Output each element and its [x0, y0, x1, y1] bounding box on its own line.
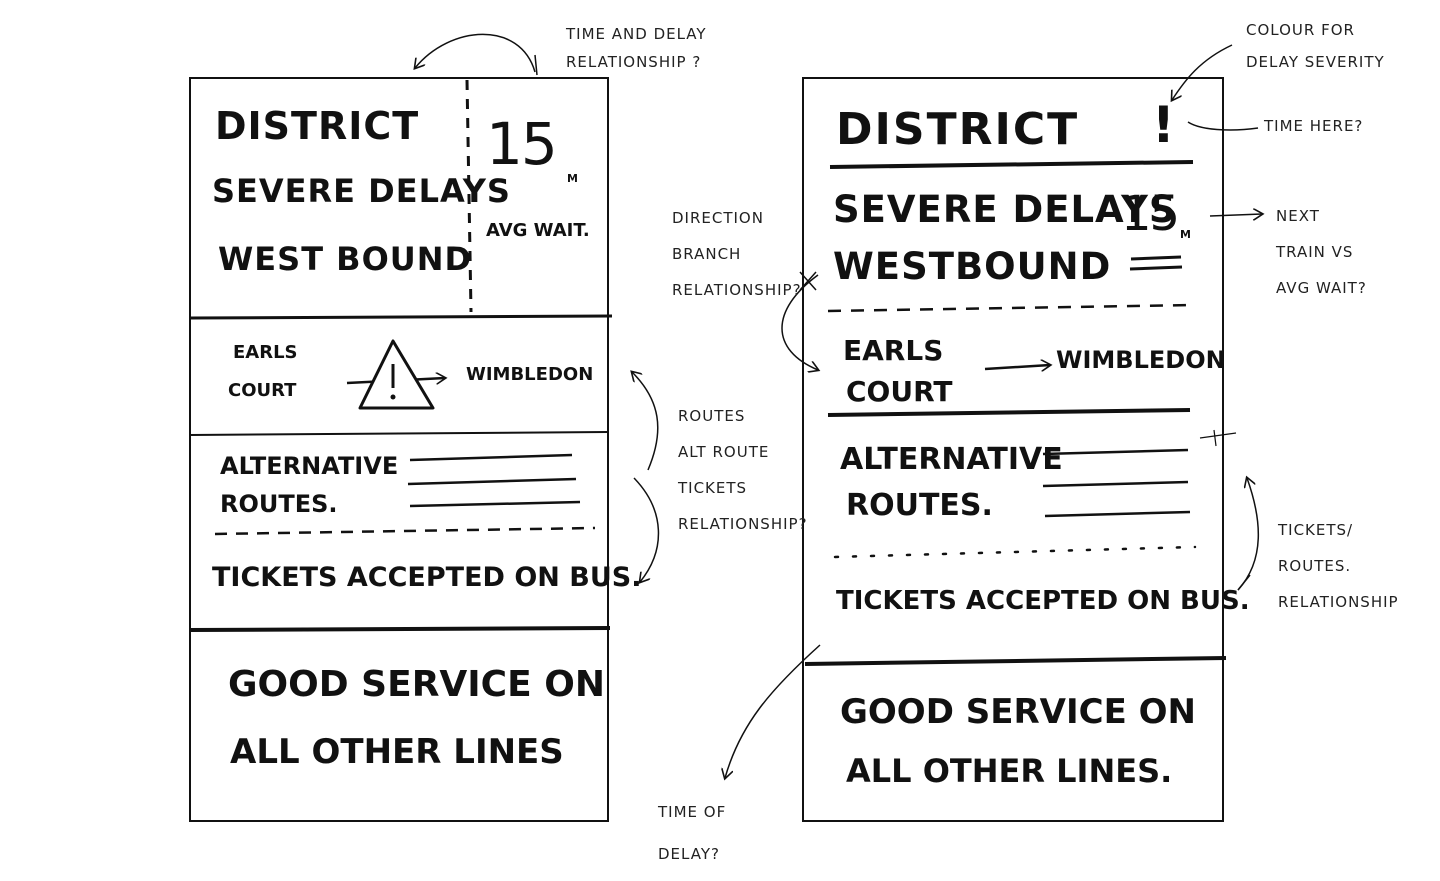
note-time-here: Time here?	[1264, 117, 1364, 135]
sketch-b-route-line-3	[1044, 510, 1191, 518]
sketch-b-frame	[802, 77, 1224, 822]
arrow-routes-relationship-down	[633, 477, 660, 582]
arrow-time-of-delay	[725, 644, 821, 778]
sketch-b-good-service-1: Good service on	[840, 692, 1197, 732]
sketch-b-divider-2	[827, 408, 1191, 417]
x-mark-direction	[799, 271, 817, 291]
arrow-tickets-relationship-tail	[1237, 574, 1251, 591]
sketch-a-route-line-1	[409, 453, 573, 462]
sketch-b-divider-1	[829, 160, 1194, 169]
sketch-b-alt-routes-2: Routes.	[846, 488, 993, 523]
sketch-a-wait-value: 15	[486, 110, 558, 178]
sketch-a-line-name: District	[215, 104, 420, 148]
sketch-b-good-service-2: all other lines.	[846, 752, 1173, 790]
note-tickets-routes-relationship: Tickets/ routes. relationship	[1278, 521, 1399, 611]
sketch-b-route-arrow	[984, 365, 1050, 369]
arrow-routes-relationship-up	[632, 372, 659, 471]
sketch-b-divider-3	[804, 656, 1227, 666]
sketch-b-line-name: District	[836, 104, 1080, 155]
sketch-a-divider-1	[189, 314, 613, 320]
arrow-colour-severity	[1172, 44, 1233, 100]
arrow-next-train	[1209, 214, 1262, 216]
sketch-b-tickets: Tickets accepted on bus.	[836, 586, 1250, 616]
sketch-a-route-line-2	[407, 477, 577, 486]
arrow-tickets-relationship	[1237, 478, 1259, 591]
sketch-a-vertical-dashed-divider	[465, 79, 473, 313]
alert-exclamation-icon: !	[1152, 96, 1175, 154]
sketch-a-dashed-divider	[214, 526, 596, 536]
arrow-time-here	[1187, 121, 1259, 131]
sketch-a-frame	[189, 77, 609, 822]
sketch-b-route-line-2	[1042, 480, 1189, 488]
sketch-a-from-station-2: Court	[228, 380, 297, 401]
sketch-b-wait-bar-1	[1130, 255, 1182, 261]
sketch-b-from-station-1: Earls	[843, 334, 944, 367]
arrow-time-delay-relationship	[415, 33, 536, 73]
note-routes-tickets-relationship: Routes Alt route tickets relationship?	[678, 407, 808, 533]
sketch-a-route-line-3	[409, 500, 581, 508]
tick-mark-alt-routes	[1199, 432, 1237, 439]
tick-mark-alt-routes-cross	[1213, 429, 1217, 447]
sketch-b-to-station: Wimbledon	[1056, 346, 1226, 374]
sketch-a-direction: West bound	[218, 240, 473, 278]
sketch-b-wait-bar-2	[1129, 265, 1183, 271]
sketch-b-route-line-1	[1042, 448, 1189, 456]
note-next-train-vs-avg-wait: Next train vs avg wait?	[1276, 207, 1367, 297]
sketch-b-status: Severe delays	[833, 188, 1177, 231]
sketch-b-from-station-2: Court	[846, 375, 953, 408]
arrow-time-delay-tick	[534, 54, 538, 76]
sketch-a-status: Severe delays	[212, 172, 511, 210]
sketch-b-dotted-divider	[833, 545, 1197, 559]
sketch-a-wait-unit: m	[567, 172, 578, 185]
sketch-b-dashed-divider-1	[827, 303, 1196, 313]
sketch-b-direction: Westbound	[833, 245, 1112, 288]
arrow-direction-branch	[781, 274, 818, 370]
sketch-a-tickets: Tickets accepted on bus.	[212, 562, 642, 593]
sketch-b-wait-unit: m	[1180, 228, 1191, 241]
sketch-a-to-station: Wimbledon	[466, 364, 594, 385]
sketch-a-wait-label: Avg wait.	[486, 220, 590, 241]
sketch-a-divider-2	[189, 431, 609, 436]
sketch-a-alt-routes-1: Alternative	[220, 452, 399, 480]
sketch-b-alt-routes-1: Alternative	[840, 442, 1063, 477]
sketch-b-wait-value: 15	[1121, 186, 1180, 242]
sketch-a-good-service-1: Good service on	[228, 664, 605, 705]
warning-triangle-icon	[358, 339, 435, 410]
warning-triangle-dot	[390, 394, 396, 400]
note-time-delay-relationship: Time and delay relationship ?	[566, 25, 707, 71]
sketch-a-divider-3	[189, 626, 611, 632]
sketch-a-good-service-2: all other lines	[230, 732, 564, 772]
note-direction-branch-relationship: Direction branch relationship?	[672, 209, 802, 299]
note-colour-delay-severity: Colour for delay severity	[1246, 21, 1385, 71]
note-time-of-delay: Time of delay?	[658, 803, 727, 863]
sketch-a-alt-routes-2: Routes.	[220, 490, 338, 518]
sketch-a-from-station-1: Earls	[233, 342, 298, 363]
